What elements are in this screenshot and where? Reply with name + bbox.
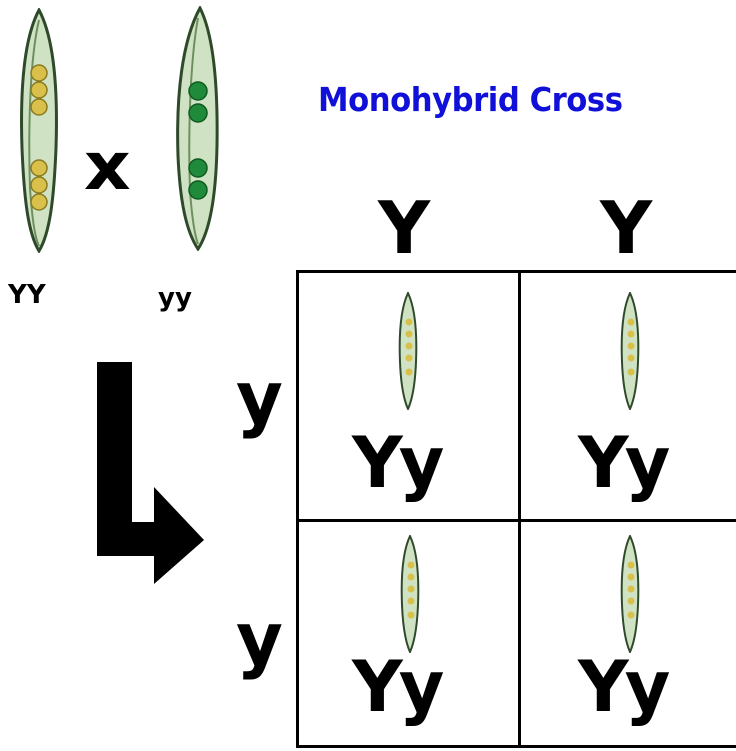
genotype-cell-1: Yy [352, 422, 444, 504]
punnett-square [296, 270, 736, 748]
cross-symbol: x [83, 128, 131, 205]
yellow-pea-pod-icon [14, 8, 64, 253]
genotype-cell-3: Yy [352, 646, 444, 728]
offspring-pea-pod-icon [398, 535, 422, 653]
parent-label-right: yy [158, 283, 192, 313]
genotype-cell-4: Yy [578, 646, 670, 728]
offspring-pea-pod-icon [618, 292, 642, 410]
column-allele-1: Y [378, 186, 431, 270]
column-allele-2: Y [600, 186, 653, 270]
grid-divider-vertical [518, 270, 521, 748]
row-allele-1: y [236, 356, 283, 440]
diagram-title: Monohybrid Cross [318, 80, 623, 119]
parent-label-left: YY [8, 280, 46, 310]
grid-divider-horizontal [296, 519, 736, 522]
offspring-pea-pod-icon [618, 535, 642, 653]
row-allele-2: y [236, 597, 283, 681]
down-right-arrow-icon [92, 362, 210, 587]
offspring-pea-pod-icon [396, 292, 420, 410]
green-pea-pod-icon [170, 6, 225, 251]
genotype-cell-2: Yy [578, 422, 670, 504]
